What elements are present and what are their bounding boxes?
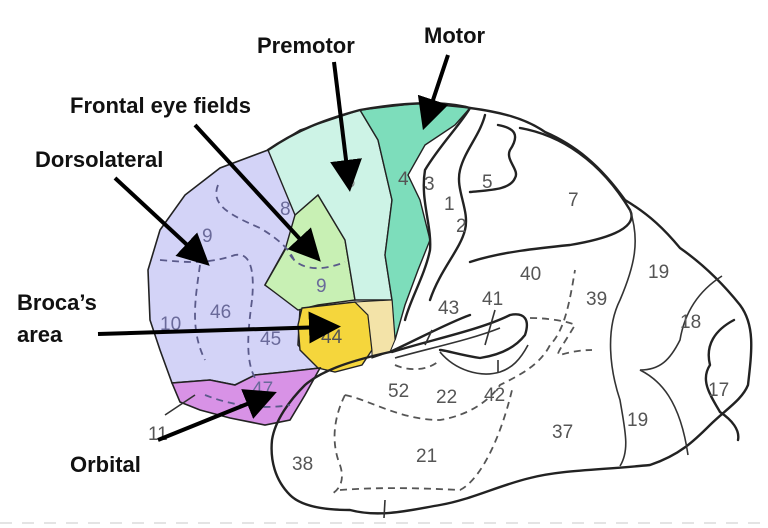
area-19-bottom: 19 <box>627 410 648 431</box>
tick-11 <box>164 394 196 416</box>
tick-43 <box>424 329 433 346</box>
label-broca-line1: Broca’s <box>17 290 97 315</box>
tick-41 <box>484 309 496 346</box>
dashed-40-39 <box>529 317 593 356</box>
area-39: 39 <box>586 289 607 310</box>
arrow-orbital <box>157 389 277 442</box>
boundary-17 <box>704 318 740 442</box>
area-1: 1 <box>444 194 455 215</box>
label-dorsolateral: Dorsolateral <box>35 147 163 172</box>
area-38: 38 <box>292 454 313 475</box>
label-broca-line2: area <box>17 322 63 347</box>
boundary-parietal <box>428 113 487 302</box>
boundary-area5 <box>468 123 518 194</box>
area-42: 42 <box>484 385 505 406</box>
arrow-premotor <box>330 61 362 192</box>
boundary-18 <box>639 275 723 456</box>
area-47: 47 <box>252 379 273 400</box>
area-52: 52 <box>388 381 409 402</box>
dashed-8-9 <box>215 184 296 263</box>
area-17: 17 <box>708 380 729 401</box>
boundary-postcentral <box>403 106 472 322</box>
area-18: 18 <box>680 312 701 333</box>
area-4: 4 <box>398 169 409 190</box>
dashed-46-10 <box>194 264 206 361</box>
area-46: 46 <box>210 302 231 323</box>
arrow-frontal-eye-fields <box>193 123 321 262</box>
area-9-fef: 9 <box>316 276 327 297</box>
area-7: 7 <box>568 190 579 211</box>
area-45: 45 <box>260 329 281 350</box>
dashed-9-46 <box>159 253 254 301</box>
dashed-52 <box>394 359 441 371</box>
arrow-broca <box>97 311 341 344</box>
area-11: 11 <box>148 424 168 445</box>
boundary-7-19 <box>468 126 633 264</box>
label-frontal-eye-fields: Frontal eye fields <box>70 93 251 118</box>
dashed-22-21 <box>344 269 576 421</box>
region-motor <box>358 102 472 341</box>
label-premotor: Premotor <box>257 33 355 58</box>
label-orbital: Orbital <box>70 452 141 477</box>
sylvian-fissure <box>390 313 529 360</box>
arrow-motor <box>417 54 450 131</box>
superior-temporal <box>439 344 529 375</box>
area-44: 44 <box>321 327 343 348</box>
area-41: 41 <box>482 289 503 310</box>
area-5: 5 <box>482 172 493 193</box>
area-8: 8 <box>280 199 291 220</box>
area-19-top: 19 <box>648 262 669 283</box>
area-3: 3 <box>424 174 435 195</box>
dashed-21-bottom <box>339 389 513 491</box>
sylvian-inner <box>394 327 501 359</box>
tick-bottom <box>383 499 386 519</box>
dashed-45 <box>247 299 256 379</box>
arrow-dorsolateral <box>113 176 210 266</box>
dashed-38 <box>329 394 346 496</box>
area-22: 22 <box>436 387 457 408</box>
area-43: 43 <box>438 298 459 319</box>
brain-outline <box>266 102 753 515</box>
area-37: 37 <box>552 422 573 443</box>
area-40: 40 <box>520 264 541 285</box>
area-21: 21 <box>416 446 437 467</box>
boundary-19 <box>609 209 636 467</box>
area-2: 2 <box>456 216 467 237</box>
label-motor: Motor <box>424 23 486 48</box>
area-9-dorsolateral: 9 <box>202 226 213 247</box>
